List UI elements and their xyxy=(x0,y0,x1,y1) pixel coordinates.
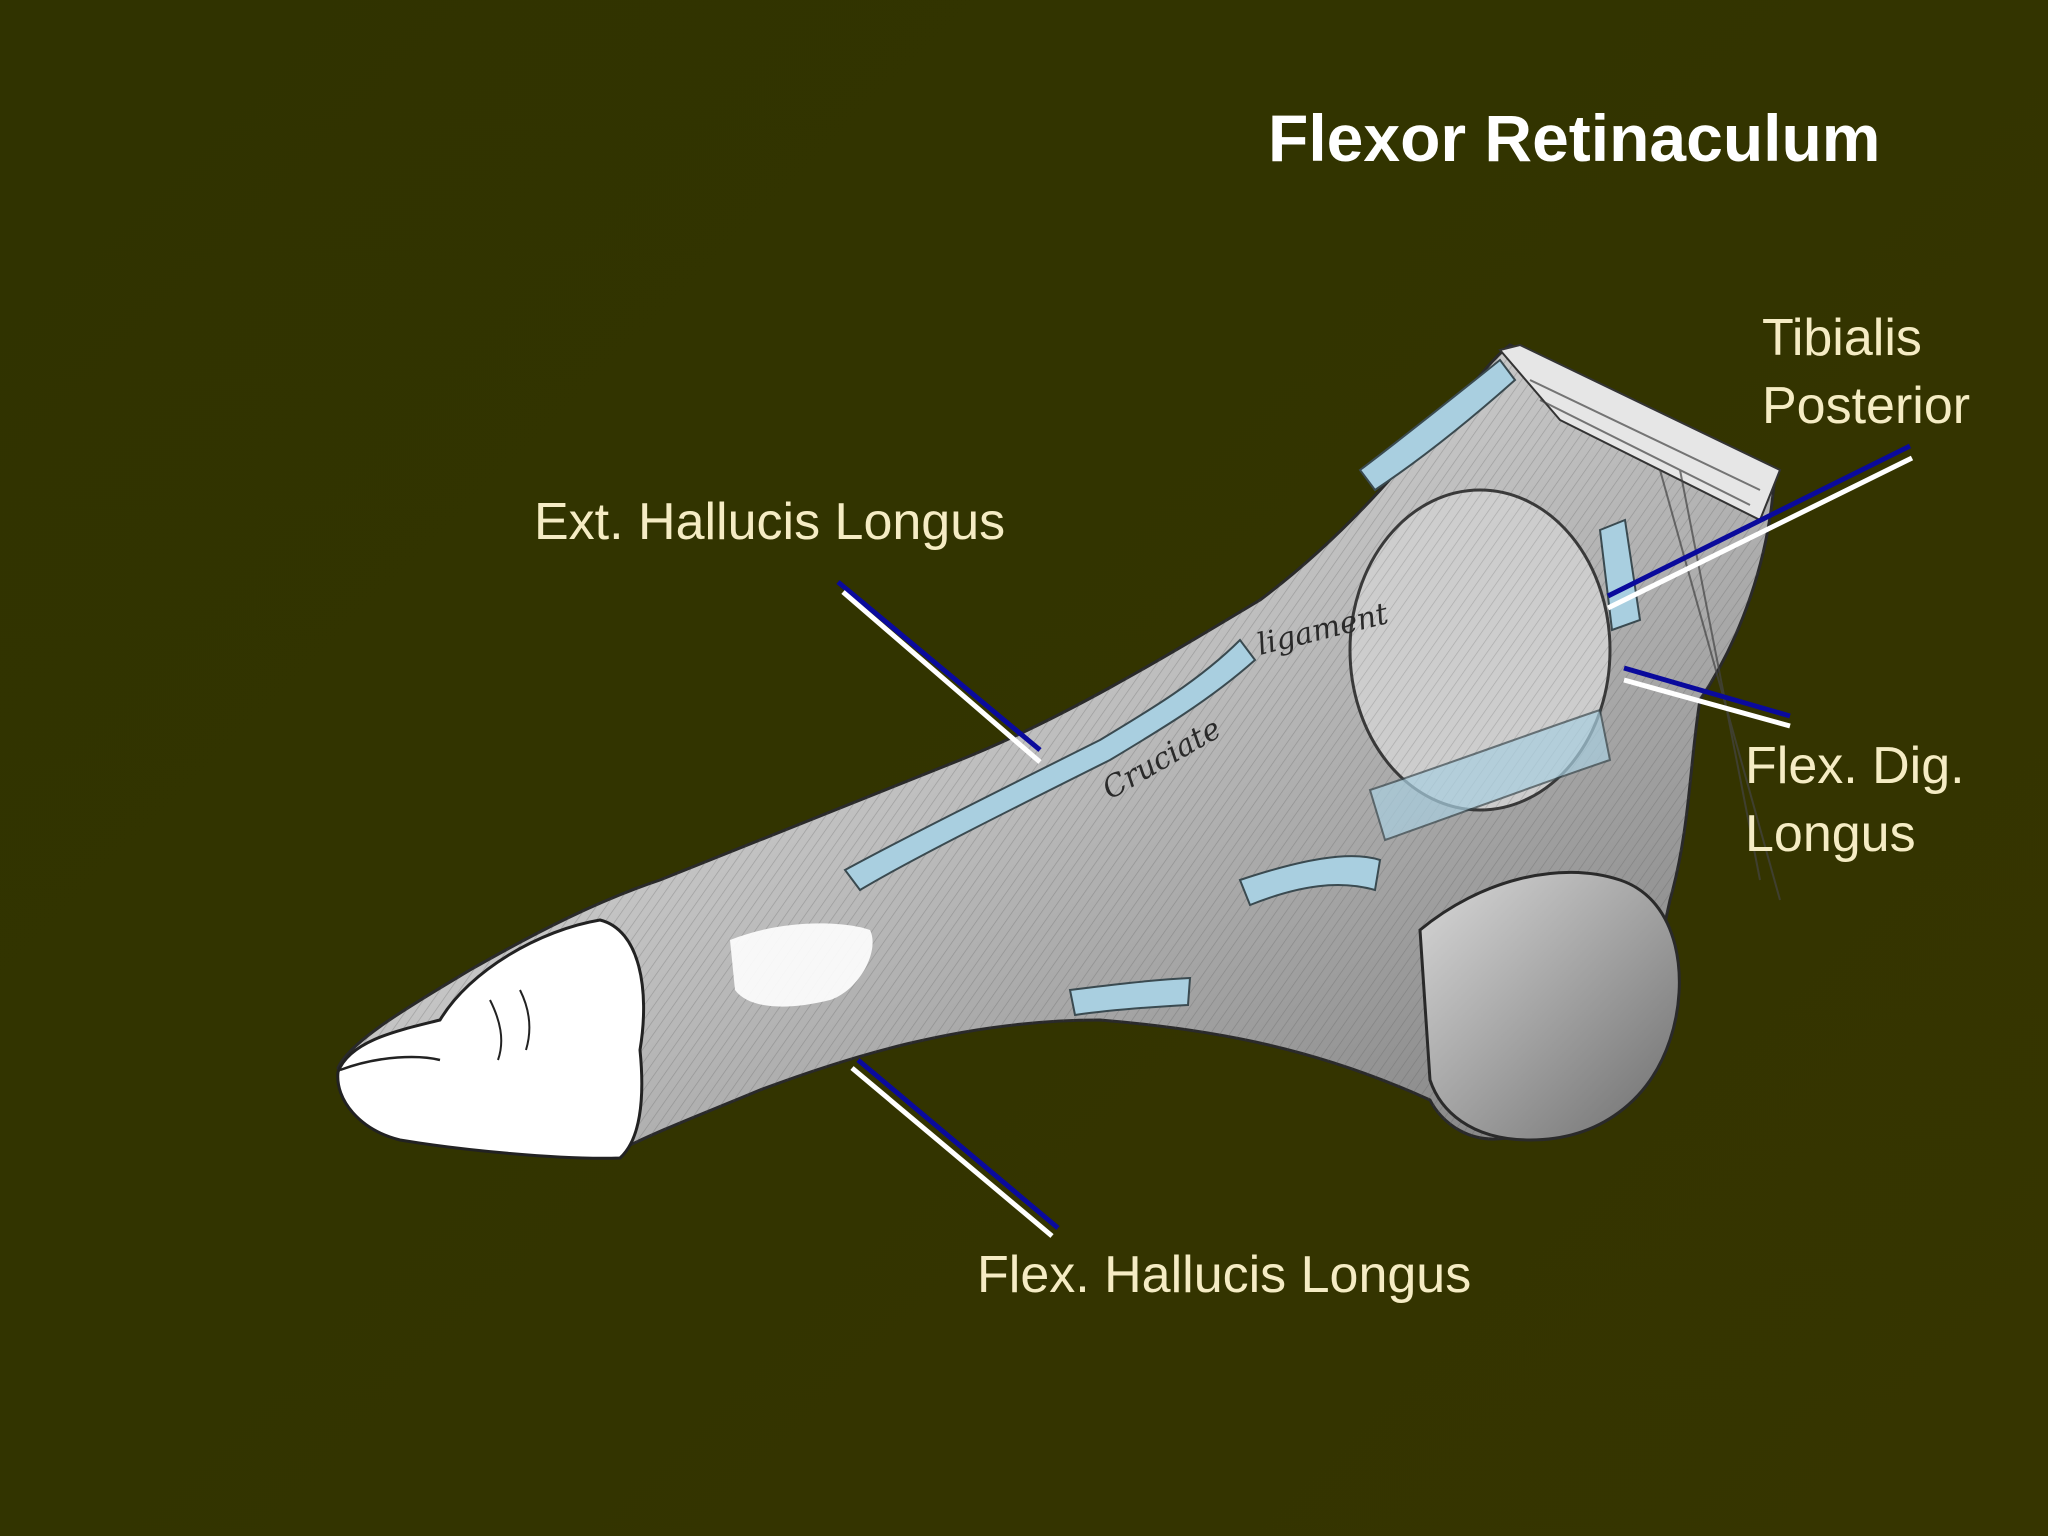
retinaculum-band xyxy=(1368,708,1612,842)
tendon-sheaths xyxy=(843,358,1642,1017)
leader-ext-hallucis-longus xyxy=(836,580,1042,764)
label-tibialis-posterior: Tibialis Posterior xyxy=(1762,304,1970,440)
big-toe xyxy=(336,918,646,1160)
leader-tibialis-posterior xyxy=(1606,443,1914,611)
flex-dig-sheath xyxy=(1238,855,1382,907)
heel xyxy=(1418,870,1681,1142)
flex-hallucis-sheath xyxy=(1068,976,1192,1017)
ext-upper-sheath xyxy=(1358,358,1517,492)
label-flex-dig-longus: Flex. Dig. Longus xyxy=(1745,732,1965,868)
label-flex-hallucis-longus: Flex. Hallucis Longus xyxy=(977,1246,1472,1304)
slide-title: Flexor Retinaculum xyxy=(1268,101,1881,175)
first-metatarsal xyxy=(730,923,873,1007)
label-flex-dig-longus-line1: Flex. Dig. xyxy=(1745,737,1965,795)
leader-flex-hallucis-longus xyxy=(850,1058,1060,1238)
leader-flex-dig-longus xyxy=(1623,665,1791,729)
label-flex-dig-longus-line2: Longus xyxy=(1745,805,1916,863)
ext-hallucis-sheath xyxy=(843,638,1257,892)
label-tibialis-posterior-line2: Posterior xyxy=(1762,377,1971,435)
label-ext-hallucis-longus: Ext. Hallucis Longus xyxy=(534,493,1006,551)
posterior-sheath xyxy=(1598,518,1642,632)
label-tibialis-posterior-line1: Tibialis xyxy=(1762,309,1922,367)
